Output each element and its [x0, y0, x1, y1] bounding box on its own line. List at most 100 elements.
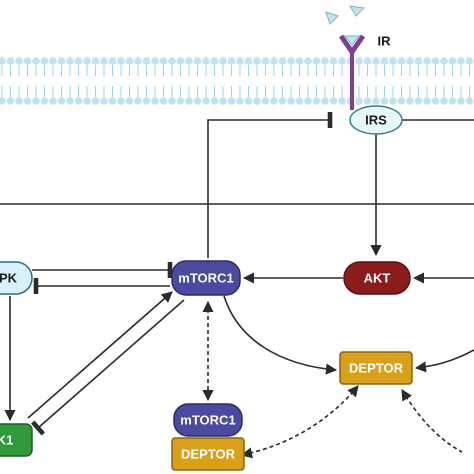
lipid-head	[278, 57, 287, 65]
lipid-head	[100, 97, 108, 105]
lipid-head	[295, 57, 304, 65]
receptor-stalk	[350, 50, 354, 110]
mtorc1-label: mTORC1	[178, 271, 233, 286]
lipid-head	[117, 97, 125, 105]
lipid-head	[57, 57, 66, 65]
lipid-head	[457, 97, 465, 105]
lipid-head	[397, 97, 406, 105]
lipid-head	[151, 97, 159, 105]
insulin-ligands	[325, 5, 366, 25]
insulin-receptor: IR	[338, 34, 392, 110]
lipid-head	[176, 57, 185, 65]
lipid-head	[431, 57, 440, 65]
lipid-head	[159, 57, 168, 65]
lipid-head	[312, 57, 321, 65]
lipid-head	[83, 57, 91, 65]
insulin-ligand-icon	[325, 11, 339, 25]
lipid-head	[261, 57, 270, 65]
lipid-head	[414, 97, 423, 105]
lipid-head	[338, 97, 346, 105]
lipid-head	[406, 97, 414, 105]
lipid-head	[440, 57, 448, 65]
lipid-head	[159, 97, 168, 105]
lipid-head	[295, 97, 304, 105]
lipid-head	[193, 97, 202, 105]
lipid-head	[66, 97, 74, 105]
lipid-head	[227, 57, 236, 65]
lipid-head	[108, 57, 117, 65]
lipid-head	[448, 97, 457, 105]
lipid-head	[406, 57, 414, 65]
lipid-head	[49, 57, 57, 65]
lipid-head	[83, 97, 91, 105]
lipid-head	[23, 57, 32, 65]
lipid-head	[210, 97, 219, 105]
lipid-head	[100, 57, 108, 65]
deptor-label: DEPTOR	[349, 361, 404, 376]
lipid-head	[168, 97, 176, 105]
lipid-head	[448, 57, 457, 65]
lipid-head	[363, 57, 372, 65]
lipid-head	[329, 57, 338, 65]
lipid-head	[57, 97, 66, 105]
lipid-head	[23, 97, 32, 105]
lipid-head	[210, 57, 219, 65]
lipid-head	[74, 57, 83, 65]
cell-membrane	[0, 57, 474, 105]
lipid-head	[363, 97, 372, 105]
lipid-head	[108, 97, 117, 105]
lipid-head	[32, 97, 40, 105]
lipid-head	[236, 57, 244, 65]
node-mtorc1: mTORC1	[171, 260, 241, 296]
complex-deptor-label: DEPTOR	[181, 447, 236, 462]
lipid-head	[355, 57, 363, 65]
edge-right-to-deptor	[414, 349, 474, 373]
edge-mtorc1-inhibits-ulk1	[31, 299, 185, 436]
lipid-head	[329, 97, 338, 105]
lipid-head	[355, 97, 363, 105]
lipid-head	[185, 57, 193, 65]
irs-label: IRS	[365, 113, 387, 128]
lipid-head	[74, 97, 83, 105]
lipid-head	[6, 57, 15, 65]
akt-label: AKT	[364, 271, 391, 286]
edge-deptor-to-lower-right	[401, 389, 463, 453]
edge-mtorc1-inhibits-irs	[207, 112, 333, 258]
lipid-head	[372, 57, 380, 65]
lipid-head	[270, 97, 278, 105]
lipid-head	[142, 97, 151, 105]
lipid-head	[270, 57, 278, 65]
lipid-head	[423, 57, 431, 65]
lipid-head	[423, 97, 431, 105]
lipid-head	[134, 57, 142, 65]
lipid-head	[236, 97, 244, 105]
lipid-head	[142, 57, 151, 65]
lipid-head	[176, 97, 185, 105]
edge-mtorc1-to-deptor	[223, 295, 338, 375]
ampk-label: PK	[0, 271, 18, 286]
lipid-head	[465, 97, 474, 105]
ir-label: IR	[378, 34, 392, 49]
lipid-head	[202, 57, 210, 65]
lipid-head	[440, 97, 448, 105]
lipid-head	[15, 57, 23, 65]
lipid-head	[244, 57, 253, 65]
lipid-head	[414, 57, 423, 65]
lipid-head	[389, 97, 397, 105]
lipid-head	[117, 57, 125, 65]
lipid-head	[397, 57, 406, 65]
lipid-head	[168, 57, 176, 65]
ulk1-label: K1	[0, 433, 13, 448]
insulin-ligand-icon	[349, 5, 366, 17]
lipid-head	[465, 57, 474, 65]
lipid-head	[219, 97, 227, 105]
edge-deptor-to-complex	[240, 385, 359, 459]
lipid-head	[91, 97, 100, 105]
lipid-head	[457, 57, 465, 65]
lipid-head	[66, 57, 74, 65]
lipid-head	[287, 97, 295, 105]
node-mtorc1-deptor-complex: mTORC1 DEPTOR	[171, 403, 245, 471]
edges	[0, 112, 474, 459]
lipid-head	[312, 97, 321, 105]
